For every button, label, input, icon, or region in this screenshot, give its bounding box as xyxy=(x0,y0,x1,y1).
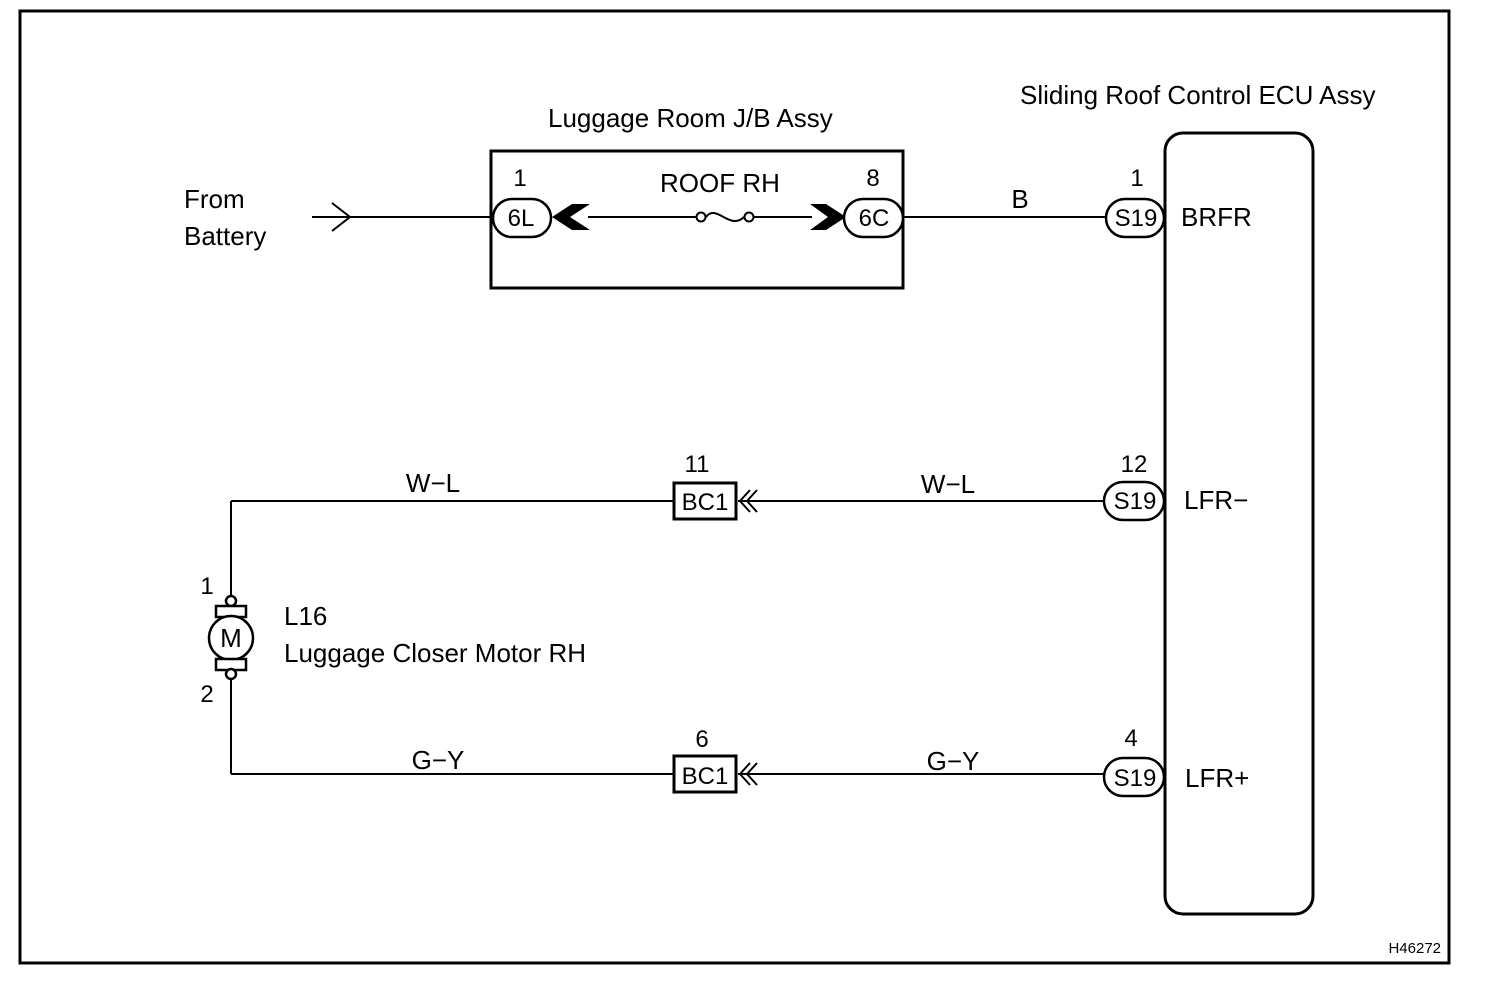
motor-pin-top: 1 xyxy=(200,573,213,600)
connector-arrow-icon xyxy=(552,204,590,230)
wire-wl-right-label: W−L xyxy=(921,469,975,499)
ecu-body xyxy=(1163,131,1315,916)
jb-left-connector xyxy=(491,197,553,239)
fuse-label: ROOF RH xyxy=(660,168,780,198)
ecu-terminal-signal: LFR− xyxy=(1184,485,1248,515)
ecu-terminal-connector xyxy=(1102,756,1166,798)
wire-wl-left-label: W−L xyxy=(406,468,460,498)
jb-right-code: 6C xyxy=(859,205,890,232)
ecu-terminal-code: S19 xyxy=(1114,765,1157,792)
motor-name: Luggage Closer Motor RH xyxy=(284,638,586,668)
bc-bottom-pin: 6 xyxy=(695,726,708,753)
wire-b-label: B xyxy=(1011,184,1028,214)
fuse-icon xyxy=(695,211,755,223)
wire-gy-left-label: G−Y xyxy=(412,745,465,775)
ecu-terminal-connector xyxy=(1104,197,1166,239)
ecu-terminal-pin: 1 xyxy=(1130,165,1143,192)
jb-title: Luggage Room J/B Assy xyxy=(548,103,833,133)
ecu-terminal-code: S19 xyxy=(1114,488,1157,515)
motor-symbol: M xyxy=(220,623,242,653)
figure-id: H46272 xyxy=(1388,940,1441,957)
ecu-terminal-signal: BRFR xyxy=(1181,202,1252,232)
bc-top-pin: 11 xyxy=(685,451,710,478)
bc-top-code: BC1 xyxy=(682,489,729,516)
source-label-line2: Battery xyxy=(184,221,266,251)
motor-id: L16 xyxy=(284,601,327,631)
arrow-right-icon xyxy=(312,202,352,232)
motor-pin-bottom: 2 xyxy=(200,681,213,708)
jb-left-code: 6L xyxy=(508,205,535,232)
ecu-terminal-pin: 12 xyxy=(1121,451,1148,478)
jb-right-pin: 8 xyxy=(866,165,879,192)
ecu-terminal-pin: 4 xyxy=(1124,725,1137,752)
ecu-terminal-code: S19 xyxy=(1115,205,1158,232)
motor-icon xyxy=(207,594,255,681)
diagram-frame xyxy=(18,9,1451,965)
connector-chevron-icon xyxy=(738,489,758,513)
source-label-line1: From xyxy=(184,184,245,214)
bc-bottom-code: BC1 xyxy=(682,763,729,790)
ecu-title: Sliding Roof Control ECU Assy xyxy=(1020,80,1375,110)
ecu-terminal-signal: LFR+ xyxy=(1185,763,1249,793)
bc-bottom-connector xyxy=(672,754,738,794)
jb-left-pin: 1 xyxy=(513,165,526,192)
connector-arrow-icon xyxy=(810,204,846,230)
wire-gy-right-label: G−Y xyxy=(927,746,980,776)
